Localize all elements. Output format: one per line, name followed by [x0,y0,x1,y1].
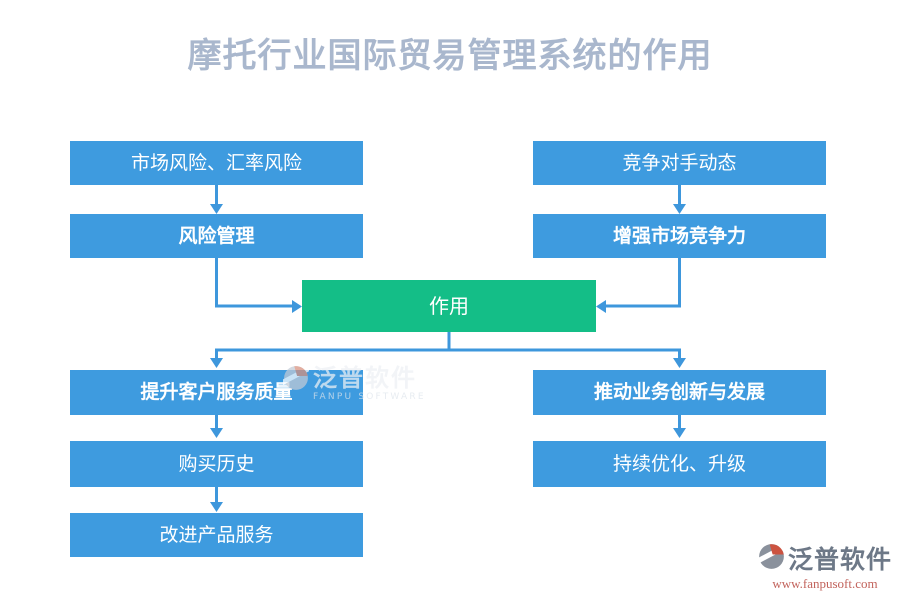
watermark-footer: 泛普软件 www.fanpusoft.com [755,540,892,592]
footer-url-text: www.fanpusoft.com [772,576,878,591]
node-service-quality: 提升客户服务质量 [70,370,363,415]
page-title: 摩托行业国际贸易管理系统的作用 [187,36,713,76]
node-continuous-optimization: 持续优化、升级 [533,441,826,487]
arrow-risk-management-to-role [215,258,302,313]
node-purchase-history: 购买历史 [70,441,363,487]
arrow-competitiveness-to-role [596,258,681,313]
arrow-innovation-to-optimization [673,415,686,438]
arrow-competitor-to-competitiveness [673,185,686,214]
arrow-service-quality-to-purchase-history [210,415,223,438]
node-business-innovation: 推动业务创新与发展 [533,370,826,415]
node-role: 作用 [302,280,596,332]
arrow-purchase-history-to-improve-products [210,487,223,512]
node-competitor-dynamics: 竞争对手动态 [533,141,826,185]
arrow-market-risk-to-risk-management [210,185,223,214]
node-market-competitiveness: 增强市场竞争力 [533,214,826,258]
footer-brand-text: 泛普软件 [787,545,892,574]
node-risk-management: 风险管理 [70,214,363,258]
fanpu-logo-icon [755,543,786,574]
node-market-risk: 市场风险、汇率风险 [70,141,363,185]
node-improve-products: 改进产品服务 [70,513,363,557]
connector-role-split [210,332,686,368]
